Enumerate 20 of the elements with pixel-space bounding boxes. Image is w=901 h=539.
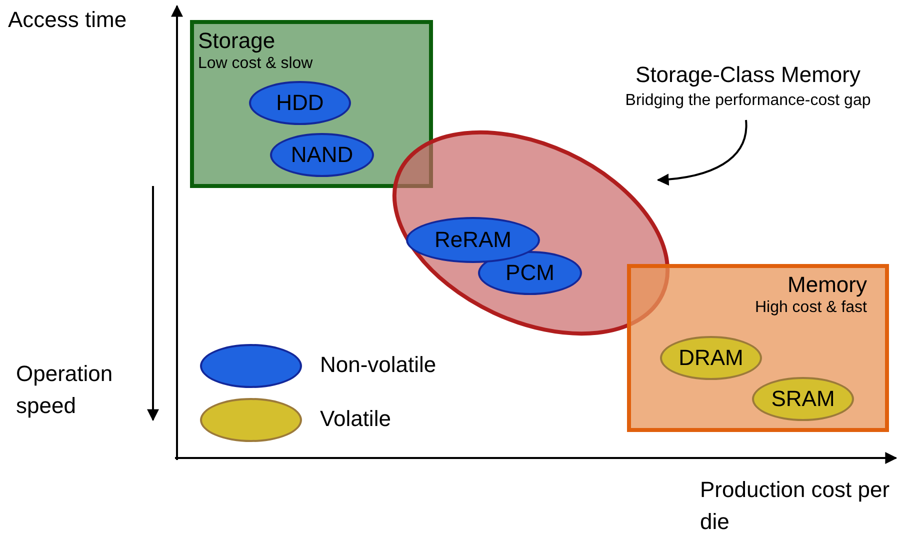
callout-title: Storage-Class Memory: [634, 62, 862, 88]
technology-ellipse: NAND: [270, 133, 374, 177]
group-box: [190, 20, 433, 188]
leader-arrow: [656, 120, 748, 186]
axis-label: Operation speed: [16, 360, 114, 420]
technology-ellipse: PCM: [478, 251, 582, 295]
technology-ellipse: SRAM: [752, 377, 854, 421]
legend-label: Volatile: [320, 406, 391, 432]
legend-label: Non-volatile: [320, 352, 436, 378]
group-title: Storage: [198, 28, 276, 54]
technology-ellipse: HDD: [249, 81, 351, 125]
axis-label: Access time: [8, 6, 128, 34]
group-box: [627, 264, 889, 432]
axis-label: Production cost per die: [700, 476, 890, 536]
group-title: Memory: [788, 272, 867, 298]
group-subtitle: Low cost & slow: [198, 55, 313, 73]
group-subtitle: High cost & fast: [754, 299, 867, 317]
callout-subtitle: Bridging the performance-cost gap: [624, 92, 872, 110]
technology-ellipse: ReRAM: [406, 217, 540, 263]
technology-ellipse: DRAM: [660, 336, 762, 380]
